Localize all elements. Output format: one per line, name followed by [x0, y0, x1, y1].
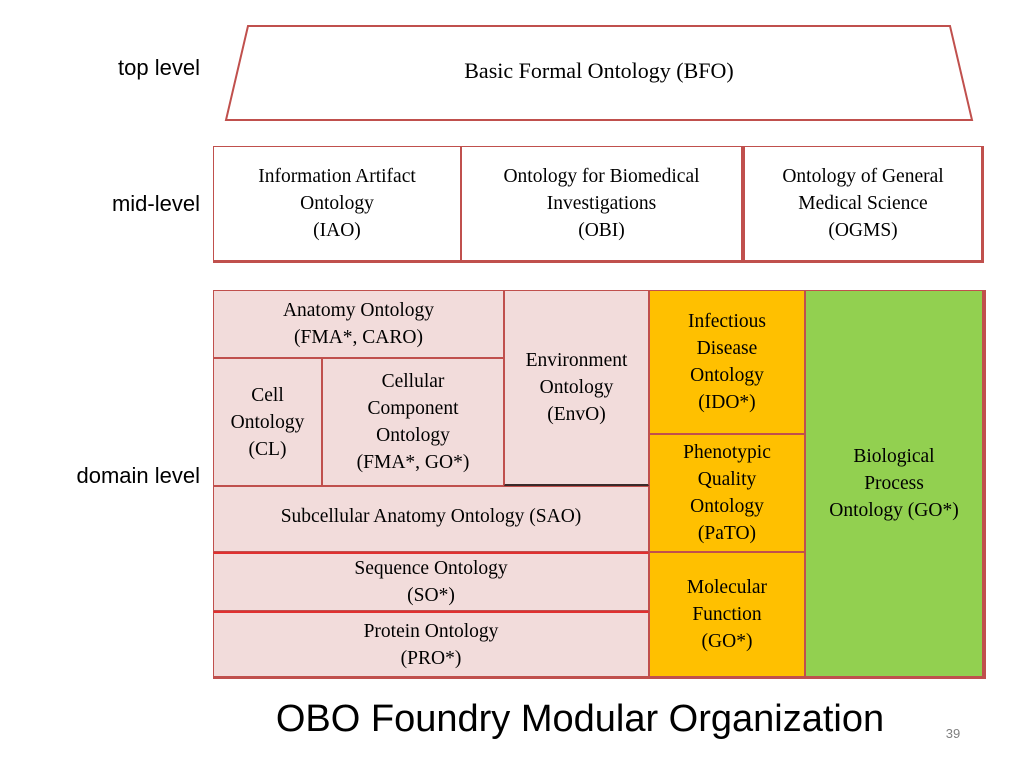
cell-ontology-box: Cell Ontology (CL): [213, 358, 322, 486]
iao-box: Information Artifact Ontology (IAO): [213, 146, 461, 261]
bfo-label: Basic Formal Ontology (BFO): [464, 58, 734, 83]
biological-process-ontology-box: Biological Process Ontology (GO*): [805, 290, 983, 677]
environment-ontology-box: Environment Ontology (EnvO): [504, 290, 649, 486]
bfo-trapezoid: [224, 25, 974, 121]
ogms-box: Ontology of General Medical Science (OGM…: [742, 146, 982, 261]
infectious-disease-ontology-box: Infectious Disease Ontology (IDO*): [649, 290, 805, 434]
domain-level-label: domain level: [76, 463, 200, 488]
phenotypic-quality-ontology-box: Phenotypic Quality Ontology (PaTO): [649, 434, 805, 552]
page-number: 39: [945, 726, 961, 741]
anatomy-ontology-box: Anatomy Ontology (FMA*, CARO): [213, 290, 504, 358]
molecular-function-box: Molecular Function (GO*): [649, 552, 805, 677]
cellular-component-ontology-box: Cellular Component Ontology (FMA*, GO*): [322, 358, 504, 486]
obi-box: Ontology for Biomedical Investigations (…: [461, 146, 742, 261]
subcellular-anatomy-ontology-box: Subcellular Anatomy Ontology (SAO): [213, 486, 649, 552]
protein-ontology-box: Protein Ontology (PRO*): [213, 611, 649, 677]
slide-title: OBO Foundry Modular Organization: [275, 698, 885, 740]
top-level-label: top level: [118, 55, 200, 80]
sequence-ontology-box: Sequence Ontology (SO*): [213, 552, 649, 611]
mid-level-label: mid-level: [111, 191, 200, 216]
